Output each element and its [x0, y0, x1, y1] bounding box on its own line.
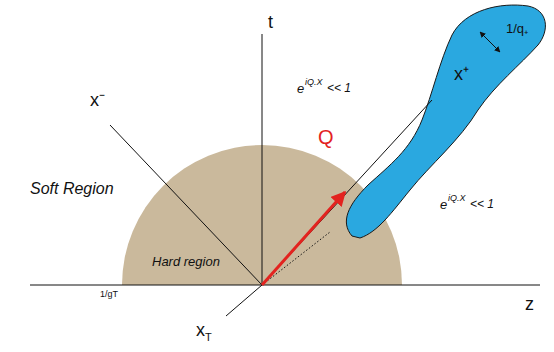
xt-axis-dotted — [262, 232, 330, 285]
t-axis — [262, 34, 263, 285]
z-axis — [30, 285, 540, 286]
x-minus-axis — [110, 125, 262, 285]
condition-exponent: iQ.X — [305, 77, 323, 87]
axis-label: x⁻ — [90, 90, 105, 111]
axis-label: x — [196, 320, 205, 341]
region-label: x⁺ — [454, 64, 469, 85]
region-label: 1/q₊ — [506, 22, 528, 37]
axis-label: t — [268, 12, 273, 33]
scale-label: 1/gT — [100, 289, 118, 299]
condition-label: << 1 — [470, 198, 494, 212]
condition-label: << 1 — [327, 82, 351, 96]
region-label: Hard region — [152, 255, 220, 270]
axis-label: z — [525, 294, 534, 315]
xt-axis — [226, 285, 262, 316]
region-label: Soft Region — [30, 180, 114, 198]
condition-exponent: iQ.X — [448, 193, 466, 203]
axis-subscript: T — [205, 331, 212, 344]
q-vector — [262, 192, 345, 285]
condition-label: e — [440, 198, 447, 213]
condition-label: e — [297, 82, 304, 97]
vector-label: Q — [318, 126, 334, 149]
width-arrow — [480, 32, 500, 52]
x-plus-axis — [262, 100, 432, 285]
